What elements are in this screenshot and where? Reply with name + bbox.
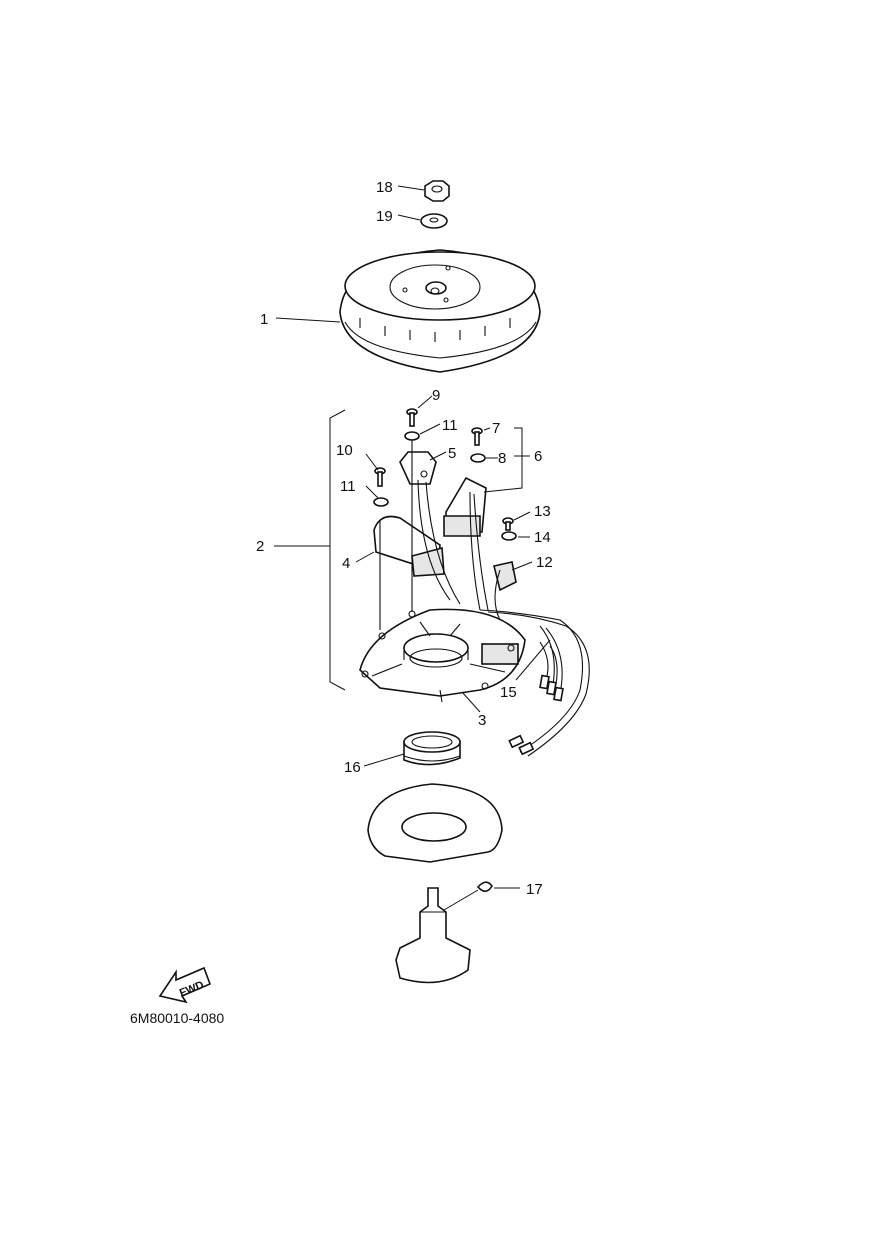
part-5-pulser-coil: [399, 451, 437, 485]
part-3-base: [359, 440, 526, 703]
callout-3: 3: [478, 712, 486, 729]
callout-1: 1: [260, 311, 268, 328]
part-18-nut: [424, 180, 450, 202]
callout-5: 5: [448, 445, 456, 462]
wire-harness: [417, 479, 590, 757]
part-17-key: [476, 881, 493, 893]
part-1-flywheel: [339, 249, 541, 373]
part-9-screw: [406, 408, 418, 427]
part-19-washer: [420, 213, 448, 229]
part-10-screw: [374, 467, 386, 487]
callout-17: 17: [526, 881, 543, 898]
callout-15: 15: [500, 684, 517, 701]
callout-12: 12: [536, 554, 553, 571]
callout-14: 14: [534, 529, 551, 546]
part-8-washer: [470, 453, 486, 463]
callout-7: 7: [492, 420, 500, 437]
callout-11a: 11: [442, 417, 458, 434]
callout-16: 16: [344, 759, 361, 776]
callout-13: 13: [534, 503, 551, 520]
callout-4: 4: [342, 555, 350, 572]
part-6-charge-coil: [443, 476, 487, 537]
part-4-coil: [373, 515, 445, 577]
callout-18: 18: [376, 179, 393, 196]
crankshaft: [395, 887, 471, 984]
callout-2: 2: [256, 538, 264, 555]
part-14-washer: [501, 531, 517, 541]
part-13-screw: [502, 517, 514, 531]
part-11-washer-a: [404, 431, 420, 441]
diagram-code: 6M80010-4080: [130, 1010, 224, 1026]
callout-6: 6: [534, 448, 542, 465]
leader-lines: [274, 185, 551, 911]
fwd-arrow-icon: FWD: [158, 966, 212, 1004]
callout-8: 8: [498, 450, 506, 467]
wire-terminals: [508, 674, 564, 756]
group-bracket-2: [329, 409, 346, 691]
part-7-screw: [471, 427, 483, 446]
callout-10: 10: [336, 442, 353, 459]
callout-19: 19: [376, 208, 393, 225]
crankcase-plate: [367, 783, 503, 863]
part-11-washer-b: [373, 497, 389, 507]
part-12-clip: [493, 561, 517, 592]
callout-11b: 11: [340, 478, 356, 495]
part-16-sleeve: [403, 731, 461, 766]
callout-9: 9: [432, 387, 440, 404]
